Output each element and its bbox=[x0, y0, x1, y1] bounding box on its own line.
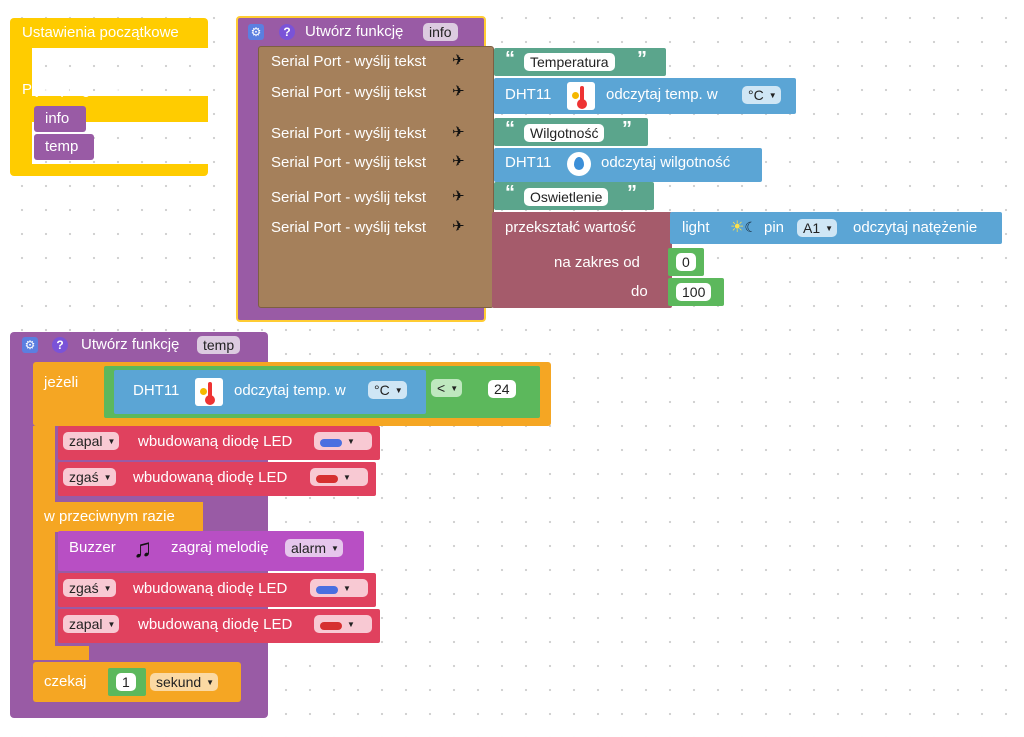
dht-humidity-block[interactable] bbox=[494, 148, 762, 182]
call-temp-block[interactable]: temp bbox=[34, 134, 94, 160]
loop-label: Pętla programu bbox=[22, 81, 125, 98]
send-icon: ✈ bbox=[452, 124, 465, 141]
melody-dropdown[interactable]: alarm▼ bbox=[285, 539, 343, 557]
led-state-dropdown[interactable]: zgaś▼ bbox=[63, 468, 116, 486]
music-note-icon: ♫ bbox=[133, 533, 153, 563]
serial-label: Serial Port - wyślij tekst bbox=[271, 84, 427, 101]
serial-label: Serial Port - wyślij tekst bbox=[271, 189, 427, 206]
led-state-dropdown[interactable]: zapal▼ bbox=[63, 615, 120, 633]
range-from-value[interactable]: 0 bbox=[676, 253, 696, 271]
led-label: wbudowaną diodę LED bbox=[133, 580, 288, 597]
range-to-value[interactable]: 100 bbox=[676, 283, 712, 301]
compare-value[interactable]: 24 bbox=[488, 380, 516, 398]
send-icon: ✈ bbox=[452, 218, 465, 235]
sensor-action: odczytaj temp. w bbox=[606, 86, 718, 103]
send-icon: ✈ bbox=[452, 83, 465, 100]
call-info-block[interactable]: info bbox=[34, 106, 86, 132]
help-icon[interactable]: ? bbox=[52, 337, 68, 353]
wait-unit-dropdown[interactable]: sekund▼ bbox=[150, 673, 219, 691]
day-night-icon: ☀☾ bbox=[730, 219, 757, 236]
humidity-icon bbox=[567, 152, 591, 176]
led-color-dropdown[interactable]: ▼ bbox=[314, 432, 372, 450]
led-red-icon bbox=[320, 622, 342, 630]
led-red-icon bbox=[316, 475, 338, 483]
sensor-action: odczytaj wilgotność bbox=[601, 154, 731, 171]
led-blue-icon bbox=[316, 586, 338, 594]
sensor-label: DHT11 bbox=[133, 382, 180, 399]
serial-label: Serial Port - wyślij tekst bbox=[271, 154, 427, 171]
sensor-label: DHT11 bbox=[505, 86, 552, 103]
wait-value[interactable]: 1 bbox=[116, 673, 136, 691]
func-info-name[interactable]: info bbox=[423, 23, 458, 41]
if-label: jeżeli bbox=[44, 374, 79, 391]
thermometer-icon bbox=[195, 378, 223, 406]
led-blue-icon bbox=[320, 439, 342, 447]
map-block[interactable] bbox=[492, 212, 672, 308]
func-temp-header: Utwórz funkcję bbox=[81, 336, 180, 353]
setup-title: Ustawienia początkowe bbox=[22, 24, 179, 41]
led-state-dropdown[interactable]: zapal▼ bbox=[63, 432, 120, 450]
range-to-label: do bbox=[631, 283, 648, 300]
help-icon[interactable]: ? bbox=[279, 24, 295, 40]
thermometer-icon bbox=[567, 82, 595, 110]
wait-label: czekaj bbox=[44, 673, 87, 690]
read-label: odczytaj natężenie bbox=[853, 219, 978, 236]
serial-label: Serial Port - wyślij tekst bbox=[271, 125, 427, 142]
led-color-dropdown[interactable]: ▼ bbox=[310, 579, 368, 597]
buzzer-label: Buzzer bbox=[69, 539, 116, 556]
send-icon: ✈ bbox=[452, 188, 465, 205]
led-label: wbudowaną diodę LED bbox=[133, 469, 288, 486]
else-label: w przeciwnym razie bbox=[44, 508, 175, 525]
light-label: light bbox=[682, 219, 710, 236]
gear-icon[interactable]: ⚙ bbox=[248, 24, 264, 40]
sensor-label: DHT11 bbox=[505, 154, 552, 171]
unit-dropdown[interactable]: °C▼ bbox=[742, 86, 781, 104]
led-color-dropdown[interactable]: ▼ bbox=[310, 468, 368, 486]
serial-stack[interactable] bbox=[258, 46, 494, 308]
range-from-label: na zakres od bbox=[554, 254, 640, 271]
sensor-action: odczytaj temp. w bbox=[234, 382, 346, 399]
led-label: wbudowaną diodę LED bbox=[138, 616, 293, 633]
buzzer-action: zagraj melodię bbox=[171, 539, 269, 556]
func-info-header: Utwórz funkcję bbox=[305, 23, 404, 40]
send-icon: ✈ bbox=[452, 153, 465, 170]
send-icon: ✈ bbox=[452, 52, 465, 69]
operator-dropdown[interactable]: <▼ bbox=[431, 379, 463, 397]
gear-icon[interactable]: ⚙ bbox=[22, 337, 38, 353]
setup-block[interactable]: Ustawienia początkowe Pętla programu inf… bbox=[10, 18, 208, 176]
serial-label: Serial Port - wyślij tekst bbox=[271, 219, 427, 236]
pin-dropdown[interactable]: A1▼ bbox=[797, 219, 838, 237]
led-color-dropdown[interactable]: ▼ bbox=[314, 615, 372, 633]
led-label: wbudowaną diodę LED bbox=[138, 433, 293, 450]
func-temp-name[interactable]: temp bbox=[197, 336, 241, 354]
unit-dropdown[interactable]: °C▼ bbox=[368, 381, 407, 399]
text-value[interactable]: Wilgotność bbox=[524, 124, 605, 142]
serial-label: Serial Port - wyślij tekst bbox=[271, 53, 427, 70]
text-value[interactable]: Oswietlenie bbox=[524, 188, 609, 206]
pin-label: pin bbox=[764, 219, 785, 236]
text-value[interactable]: Temperatura bbox=[524, 53, 615, 71]
led-state-dropdown[interactable]: zgaś▼ bbox=[63, 579, 116, 597]
map-label: przekształć wartość bbox=[505, 219, 636, 236]
